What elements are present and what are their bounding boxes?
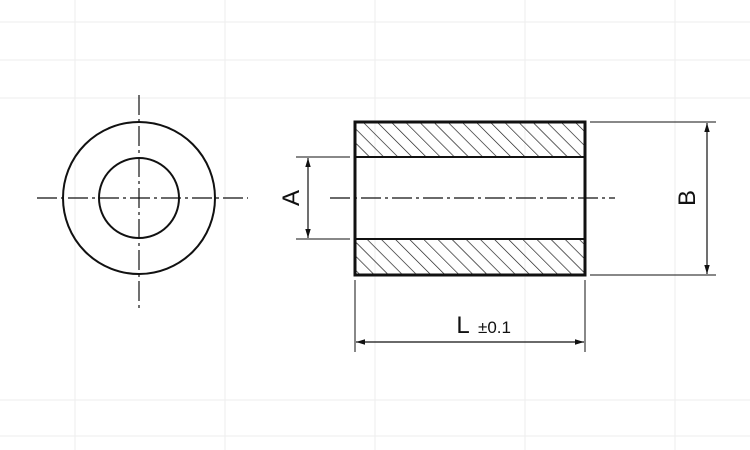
section-view xyxy=(330,120,615,277)
dimension-a-label: A xyxy=(278,190,305,206)
dimension-a: A xyxy=(278,156,350,240)
top-wall-hatch xyxy=(355,122,585,157)
dimension-b-label: B xyxy=(674,190,701,206)
end-view xyxy=(37,95,248,308)
dimension-l-label: L xyxy=(456,312,469,339)
dimension-b: B xyxy=(590,121,716,276)
dimension-l: L ±0.1 xyxy=(354,280,586,352)
dimension-l-tolerance: ±0.1 xyxy=(478,318,511,337)
bottom-wall-hatch xyxy=(355,239,585,275)
